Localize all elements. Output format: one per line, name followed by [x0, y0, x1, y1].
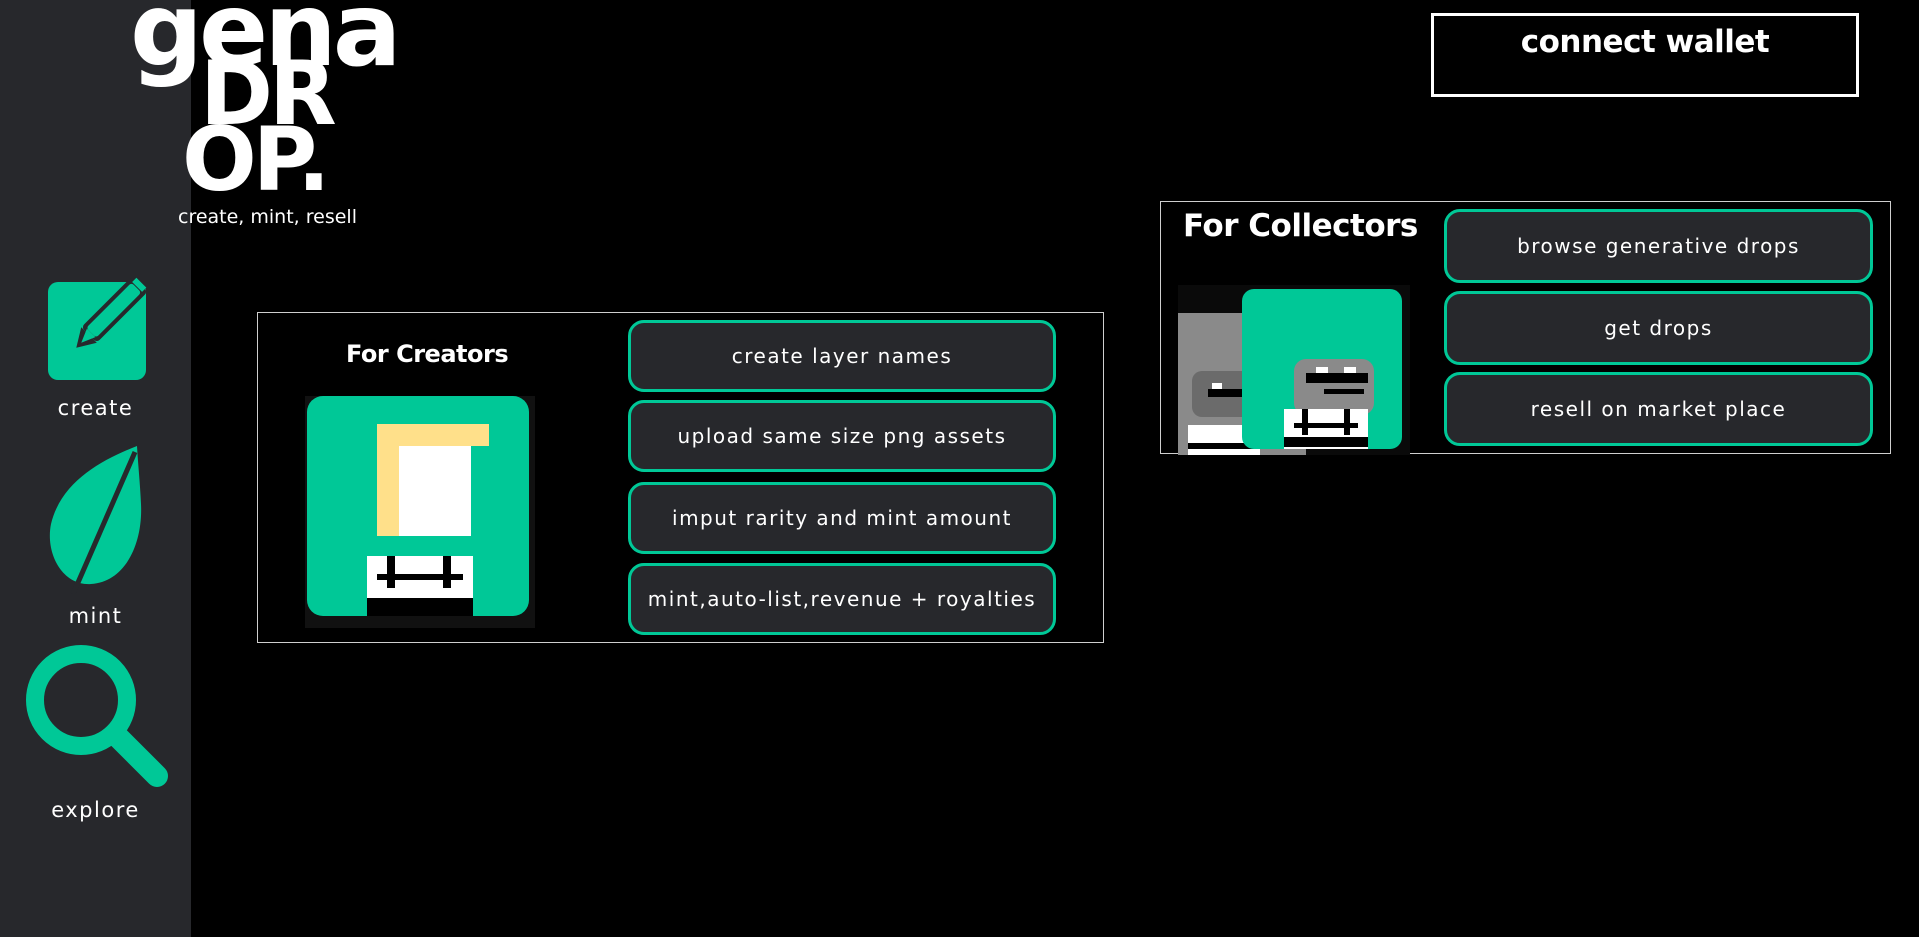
- sidebar-item-mint[interactable]: mint: [0, 444, 191, 628]
- brand-tagline: create, mint, resell: [178, 206, 357, 228]
- resell-button[interactable]: resell on market place: [1444, 372, 1873, 446]
- sidebar-item-create[interactable]: create: [0, 262, 191, 420]
- sidebar-item-explore[interactable]: explore: [0, 638, 191, 822]
- logo-line: OP.: [182, 108, 331, 211]
- browse-drops-button[interactable]: browse generative drops: [1444, 209, 1873, 283]
- logo-line: DR: [200, 42, 337, 145]
- creators-title: For Creators: [346, 340, 509, 368]
- leaf-icon: [49, 446, 141, 596]
- mint-auto-list-button[interactable]: mint,auto-list,revenue + royalties: [628, 563, 1056, 635]
- connect-wallet-button[interactable]: connect wallet: [1431, 13, 1859, 97]
- collector-art-image: [1178, 285, 1410, 455]
- upload-assets-button[interactable]: upload same size png assets: [628, 400, 1056, 472]
- edit-pencil-icon: [47, 277, 146, 380]
- sidebar-item-label: mint: [68, 604, 123, 628]
- collectors-title: For Collectors: [1183, 208, 1418, 244]
- creators-panel: For Creators create layer names upload s…: [257, 312, 1104, 643]
- create-layer-names-button[interactable]: create layer names: [628, 320, 1056, 392]
- collectors-panel: For Collectors browse generative drops g…: [1160, 201, 1891, 455]
- creator-art-image: [305, 396, 535, 628]
- search-icon: [25, 645, 168, 787]
- sidebar-item-label: create: [57, 396, 134, 420]
- logo-line: gena: [130, 0, 402, 90]
- sidebar-item-label: explore: [51, 798, 140, 822]
- sidebar: create mint explore: [0, 0, 191, 937]
- input-rarity-button[interactable]: imput rarity and mint amount: [628, 482, 1056, 554]
- get-drops-button[interactable]: get drops: [1444, 291, 1873, 365]
